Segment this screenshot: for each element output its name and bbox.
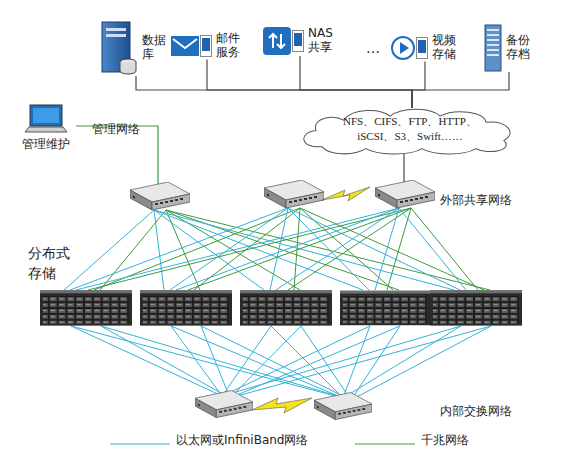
service-node: 备份存档: [484, 24, 534, 72]
laptop-icon: [23, 104, 69, 134]
service-label: 视频存储: [432, 34, 460, 62]
network-link: [171, 326, 343, 398]
service-label: 备份存档: [506, 34, 534, 62]
network-link: [230, 326, 491, 398]
device-icon: [292, 30, 304, 52]
network-link: [399, 208, 466, 290]
mail-icon: [170, 35, 200, 57]
legend-item: 千兆网络: [355, 432, 469, 449]
bus-connector: [412, 62, 425, 108]
network-link: [166, 210, 490, 290]
network-link: [411, 208, 478, 290]
legend-item: 以太网或InfiniBand网络: [110, 432, 308, 449]
network-link: [71, 326, 343, 398]
network-link: [271, 326, 343, 398]
network-link: [301, 326, 351, 400]
legend-line: [110, 437, 170, 445]
device-icon: [416, 37, 428, 59]
network-link: [176, 208, 399, 290]
network-link: [222, 326, 271, 396]
video-icon: [390, 35, 416, 61]
legend-line: [355, 437, 415, 445]
service-node: 视频存储: [390, 34, 460, 62]
network-link: [76, 208, 399, 290]
service-node: 数据库: [100, 20, 172, 76]
network-label: 管理网络: [92, 122, 140, 136]
admin-node: 管理维护: [22, 104, 70, 152]
network-link: [101, 326, 351, 400]
network-link: [154, 210, 454, 290]
nas-icon: [262, 26, 292, 56]
network-link: [270, 208, 288, 290]
network-link: [170, 208, 288, 290]
network-link: [201, 326, 351, 400]
protocol-cloud: NFS、CIFS、FTP、HTTP、 iSCSI、S3、Swift……: [292, 106, 532, 155]
bus-connector: [136, 76, 412, 108]
network-link: [276, 208, 399, 290]
legend-text: 以太网或InfiniBand网络: [176, 432, 308, 449]
device-icon: [200, 35, 212, 57]
network-link: [154, 210, 164, 290]
service-node: NAS共享: [262, 26, 338, 56]
protocol-list: NFS、CIFS、FTP、HTTP、 iSCSI、S3、Swift……: [332, 114, 488, 145]
network-link: [343, 326, 461, 398]
service-label: NAS共享: [308, 27, 338, 55]
network-link: [188, 208, 411, 290]
admin-label: 管理维护: [22, 138, 70, 152]
server-icon: [100, 20, 138, 76]
network-link: [351, 326, 491, 400]
network-link: [343, 326, 370, 398]
network-link: [71, 326, 222, 396]
network-link: [288, 208, 460, 290]
network-link: [100, 210, 166, 290]
ellipsis: …: [366, 40, 380, 57]
legend-text: 千兆网络: [421, 432, 469, 449]
service-label: 数据库: [142, 34, 172, 62]
network-link: [64, 210, 154, 290]
network-link: [70, 208, 288, 290]
bus-connector: [300, 56, 412, 108]
bus-connector: [207, 60, 412, 108]
service-node: 邮件服务: [170, 32, 244, 60]
network-link: [375, 208, 399, 290]
backup-icon: [484, 24, 502, 72]
network-link: [387, 208, 411, 290]
network-link: [101, 326, 230, 398]
storage-label: 分布式存储: [28, 244, 76, 283]
network-link: [288, 208, 411, 290]
network-label: 内部交换网络: [440, 404, 512, 418]
bus-connector: [412, 72, 509, 108]
network-link: [88, 208, 411, 290]
service-label: 邮件服务: [216, 32, 244, 60]
network-label: 外部共享网络: [440, 193, 512, 207]
